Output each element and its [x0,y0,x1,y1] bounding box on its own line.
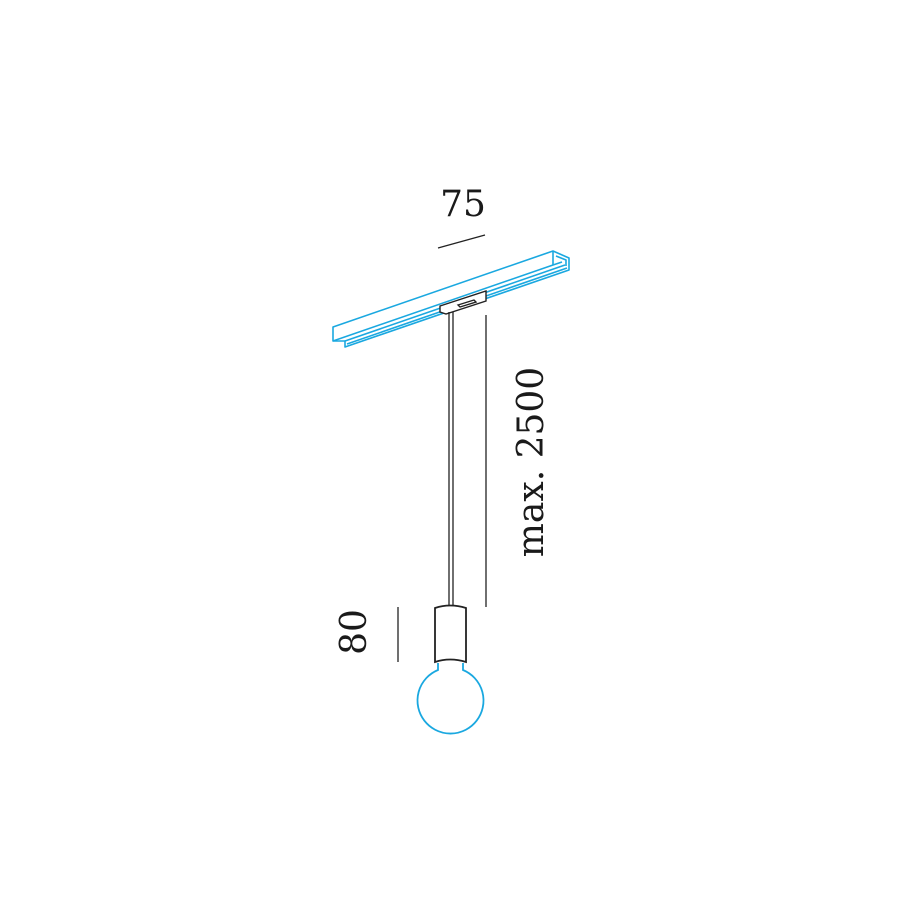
light-bulb [416,663,485,735]
lamp-socket [434,604,467,664]
track-adapter [439,290,487,315]
cord-length-label: max. 2500 [511,367,552,557]
width-dimension-line [437,234,486,249]
width-label: 75 [440,184,486,225]
pendant-cord [448,312,454,607]
track-rail [332,250,570,348]
socket-height-label: 80 [334,609,375,655]
